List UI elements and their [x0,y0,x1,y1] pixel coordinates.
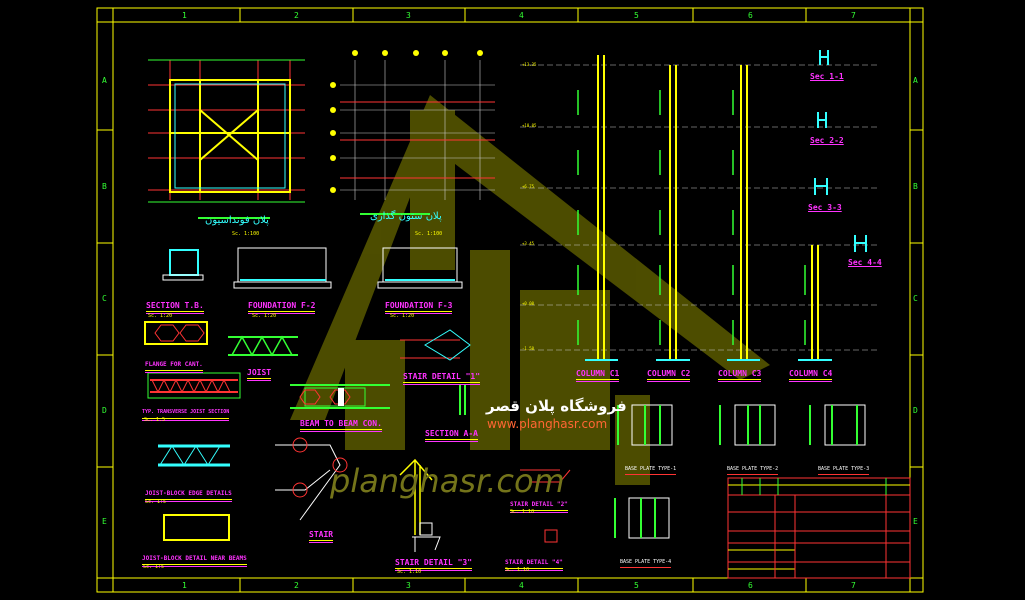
detail-title-beam-to-beam: BEAM TO BEAM CON. [300,419,382,432]
column-plan [330,50,495,215]
grid-col-2: 2 [294,11,299,20]
watermark-big-text: planghasr.com [330,462,565,500]
foundation-plan [148,59,305,219]
grid-col-4: 4 [519,11,524,20]
detail-scale-stair-4: Sc. 1:10 [505,567,530,573]
detail-scale-transverse-joist: Sc. 1:5 [144,417,166,423]
grid-row-c-right: C [913,294,918,303]
section-1-1: Sec 1-1 [810,72,844,81]
detail-scale-foundation-f2: Sc. 1:20 [252,313,277,319]
elevation-1: +13.35 [522,62,537,67]
detail-title-section-tb: SECTION T.B. [146,301,204,314]
grid-col-5-bottom: 5 [634,581,639,590]
grid-col-6: 6 [748,11,753,20]
grid-col-2-bottom: 2 [294,581,299,590]
grid-row-b-right: B [913,182,918,191]
detail-title-section-aa: SECTION A-A [425,429,478,442]
grid-row-c: C [102,294,107,303]
foundation-plan-scale: Sc. 1:100 [232,231,260,237]
detail-title-foundation-f2: FOUNDATION F-2 [248,301,316,314]
stair-details [275,329,571,552]
elevation-5: +0.00 [522,301,535,306]
grid-col-4-bottom: 4 [519,581,524,590]
detail-title-joist-block-near-beams: JOIST-BLOCK DETAIL NEAR BEAMS [142,554,247,567]
grid-col-5: 5 [634,11,639,20]
column-title-c3: COLUMN C3 [718,369,762,382]
detail-title-stair-1: STAIR DETAIL "1" [403,372,481,385]
detail-scale-joist-block-edge: Sc. 1:5 [145,499,167,505]
column-title-c1: COLUMN C1 [576,369,620,382]
detail-scale-stair-2: Sc. 1:10 [510,509,535,515]
detail-scale-section-tb: Sc. 1:20 [148,313,173,319]
detail-title-stair-2: STAIR DETAIL "2" [510,500,568,513]
grid-col-3-bottom: 3 [406,581,411,590]
section-2-2: Sec 2-2 [810,136,844,145]
grid-row-b: B [102,182,107,191]
base-plate-type-1: BASE PLATE TYPE-1 [625,465,677,475]
section-4-4: Sec 4-4 [848,258,882,267]
base-plate-type-3: BASE PLATE TYPE-3 [818,465,870,475]
grid-row-e: E [102,517,107,526]
detail-scale-stair-3: Sc. 1:10 [397,569,422,575]
grid-col-3: 3 [406,11,411,20]
base-plate-type-2: BASE PLATE TYPE-2 [727,465,779,475]
elevation-3: +6.75 [522,184,535,189]
grid-row-a-right: A [913,76,918,85]
column-title-c2: COLUMN C2 [647,369,691,382]
grid-col-1-bottom: 1 [182,581,187,590]
watermark-store-name: فروشگاه پلان قصر [486,397,627,415]
foundation-plan-title: پلان فونداسیون [205,215,269,226]
detail-title-flange-cant: FLANGE FOR CANT. [145,360,203,373]
grid-row-d: D [102,406,107,415]
section-3-3: Sec 3-3 [808,203,842,212]
grid-col-1: 1 [182,11,187,20]
elevation-4: +3.45 [522,241,535,246]
detail-title-stair-4: STAIR DETAIL "4" [505,558,563,571]
detail-title-stair: STAIR [309,530,334,543]
detail-title-joist: JOIST [247,368,272,381]
grid-col-7: 7 [851,11,856,20]
grid-col-7-bottom: 7 [851,581,856,590]
title-block [727,477,911,579]
foundation-sections [144,247,463,541]
base-plate-details [614,404,866,539]
elevation-2: +10.05 [522,123,537,128]
detail-title-joist-block-edge: JOIST-BLOCK EDGE DETAILS [145,489,232,502]
column-plan-scale: Sc. 1:100 [415,231,443,237]
detail-title-stair-3: STAIR DETAIL "3" [395,558,473,571]
watermark-url: www.planghasr.com [487,417,608,431]
column-title-c4: COLUMN C4 [789,369,833,382]
base-plate-type-4: BASE PLATE TYPE-4 [620,558,672,568]
detail-title-foundation-f3: FOUNDATION F-3 [385,301,453,314]
detail-scale-foundation-f3: Sc. 1:20 [390,313,415,319]
detail-title-transverse-joist: TYP. TRANSVERSE JOIST SECTION [142,408,230,421]
detail-scale-joist-block-near-beams: Sc. 1:5 [143,564,165,570]
elevation-6: -1.50 [522,346,535,351]
grid-row-a: A [102,76,107,85]
grid-row-e-right: E [913,517,918,526]
grid-col-6-bottom: 6 [748,581,753,590]
column-plan-title: پلان ستون گذاری [370,211,442,222]
column-elevations [520,50,880,361]
grid-row-d-right: D [913,406,918,415]
